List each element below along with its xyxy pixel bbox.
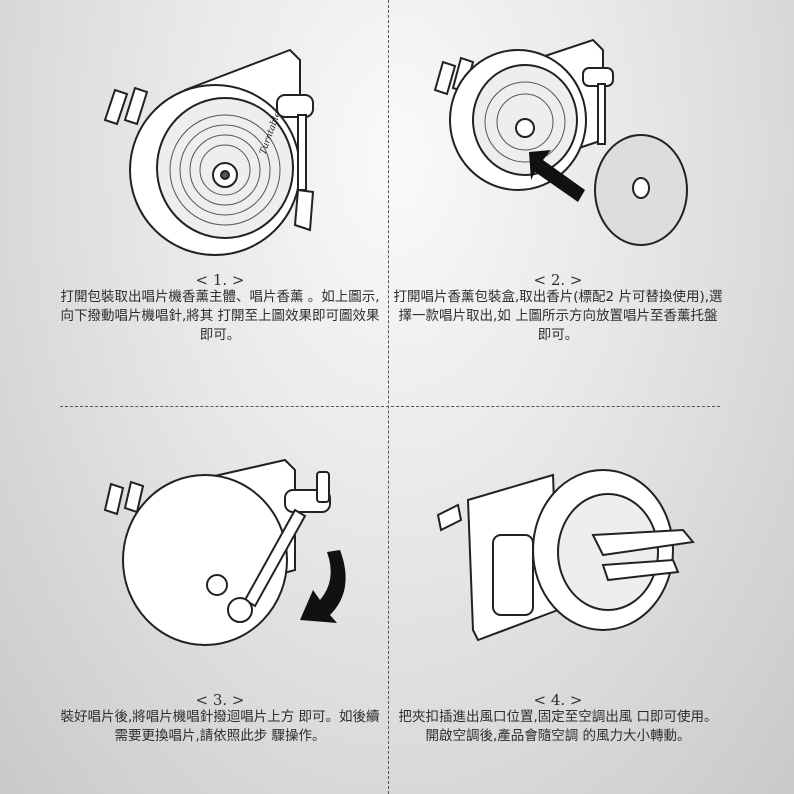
step-number: < 2. > xyxy=(533,271,583,289)
arrow-icon xyxy=(529,150,585,202)
device-needle-closed-illustration xyxy=(103,458,346,646)
horizontal-divider xyxy=(60,406,720,407)
step-text: 把夾扣插進出風口位置,固定至空調出風 口即可使用。開啟空調後,產品會隨空調 的風… xyxy=(398,709,718,744)
step-2-caption: < 2. > 打開唱片香薰包裝盒,取出香片(標配2 片可替換使用),選擇一款唱片… xyxy=(393,272,723,345)
step-number: < 1. > xyxy=(195,271,245,289)
rotate-arrow-icon xyxy=(300,550,346,623)
step-3-caption: < 3. > 裝好唱片後,將唱片機唱針撥迴唱片上方 即可。如後續需要更換唱片,請… xyxy=(55,692,385,746)
step-number: < 4. > xyxy=(533,691,583,709)
device-illustration-open: Turntable xyxy=(103,48,315,256)
step-number: < 3. > xyxy=(195,691,245,709)
step-text: 打開唱片香薰包裝盒,取出香片(標配2 片可替換使用),選擇一款唱片取出,如 上圖… xyxy=(393,289,723,343)
device-back-vent-clip-illustration xyxy=(436,469,695,642)
step-4-caption: < 4. > 把夾扣插進出風口位置,固定至空調出風 口即可使用。開啟空調後,產品… xyxy=(393,692,723,746)
vertical-divider xyxy=(388,0,389,794)
device-and-disc-illustration xyxy=(433,38,688,246)
step-text: 裝好唱片後,將唱片機唱針撥迴唱片上方 即可。如後續需要更換唱片,請依照此步 驟操… xyxy=(60,709,380,744)
step-text: 打開包裝取出唱片機香薰主體、唱片香薰 。如上圖示,向下撥動唱片機唱針,將其 打開… xyxy=(60,289,380,343)
step-1-caption: < 1. > 打開包裝取出唱片機香薰主體、唱片香薰 。如上圖示,向下撥動唱片機唱… xyxy=(55,272,385,345)
